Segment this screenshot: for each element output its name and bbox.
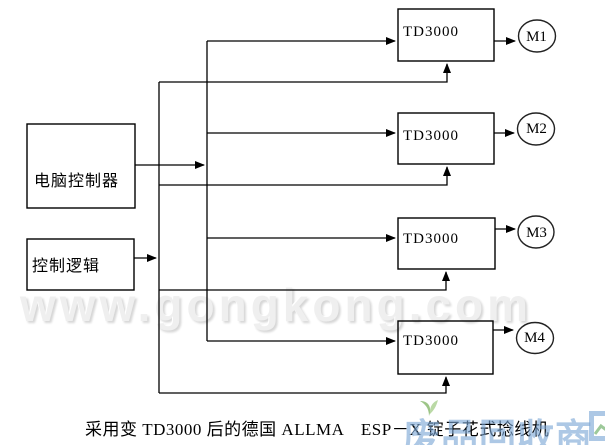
td3000-label-2: TD3000 — [403, 128, 459, 144]
motor-label-m3: M3 — [526, 225, 547, 241]
diagram-caption: 采用变 TD3000 后的德国 ALLMA ESP－X 锭子花式捻线机 — [85, 420, 550, 439]
motor-label-m1: M1 — [526, 29, 547, 45]
computer-controller-label: 电脑控制器 — [34, 173, 120, 190]
sprout-icon — [420, 400, 438, 416]
trend-chart-watermark-box — [589, 411, 605, 441]
td3000-box-1 — [397, 8, 495, 62]
motor-label-m2: M2 — [526, 121, 547, 137]
td3000-box-3 — [397, 217, 496, 270]
control-logic-box — [26, 238, 135, 291]
riser-logic-to-td4 — [159, 376, 450, 394]
motor-circle-m2 — [516, 112, 556, 146]
riser-logic-to-td3 — [159, 271, 450, 291]
recycler-watermark-text: 废品回收商 — [403, 417, 593, 445]
riser-logic-to-td1 — [159, 63, 451, 83]
motor-circle-m1 — [517, 19, 557, 53]
td3000-label-4: TD3000 — [403, 333, 459, 349]
td3000-label-1: TD3000 — [403, 24, 459, 40]
motor-label-m4: M4 — [524, 330, 545, 346]
control-logic-label: 控制逻辑 — [32, 258, 101, 275]
gongkong-watermark-text: www.gongkong.com — [20, 279, 533, 331]
td3000-box-2 — [397, 112, 495, 165]
motor-circle-m3 — [517, 215, 555, 249]
td3000-box-4 — [397, 320, 494, 375]
td3000-label-3: TD3000 — [403, 231, 459, 247]
trend-arrow-icon — [594, 423, 605, 435]
computer-controller-box — [26, 123, 136, 209]
riser-logic-to-td2 — [159, 166, 451, 186]
motor-circle-m4 — [515, 321, 555, 355]
